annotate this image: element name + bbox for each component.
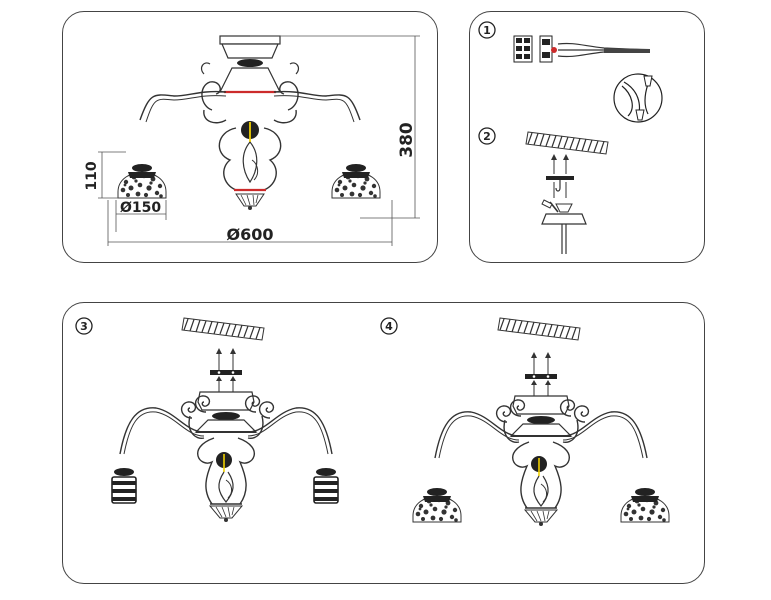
shade-height-dimension-label: 110	[84, 161, 100, 190]
shade-diameter-dimension-label: Ø150	[120, 200, 161, 216]
step-1-number: 1	[483, 24, 491, 37]
step-3-number: 3	[80, 320, 88, 333]
step-3-assembly: 3	[75, 317, 339, 522]
wiring-mounting-panel	[469, 11, 705, 263]
step-4-assembly: 4	[380, 317, 670, 526]
step-1-wiring: 1	[478, 21, 663, 123]
step-3-marker	[75, 317, 93, 335]
height-dimension-label: 380	[397, 122, 417, 158]
assembly-panel	[62, 302, 705, 584]
step-1-marker	[478, 21, 496, 39]
step-4-marker	[380, 317, 398, 335]
step-4-number: 4	[385, 320, 393, 333]
step-2-mounting: 2	[478, 127, 609, 254]
chandelier-dimension-drawing: 380 110 Ø150 Ø600	[84, 35, 420, 246]
overall-diameter-dimension-label: Ø600	[227, 225, 274, 244]
step-2-number: 2	[483, 130, 491, 143]
step-2-marker	[478, 127, 496, 145]
